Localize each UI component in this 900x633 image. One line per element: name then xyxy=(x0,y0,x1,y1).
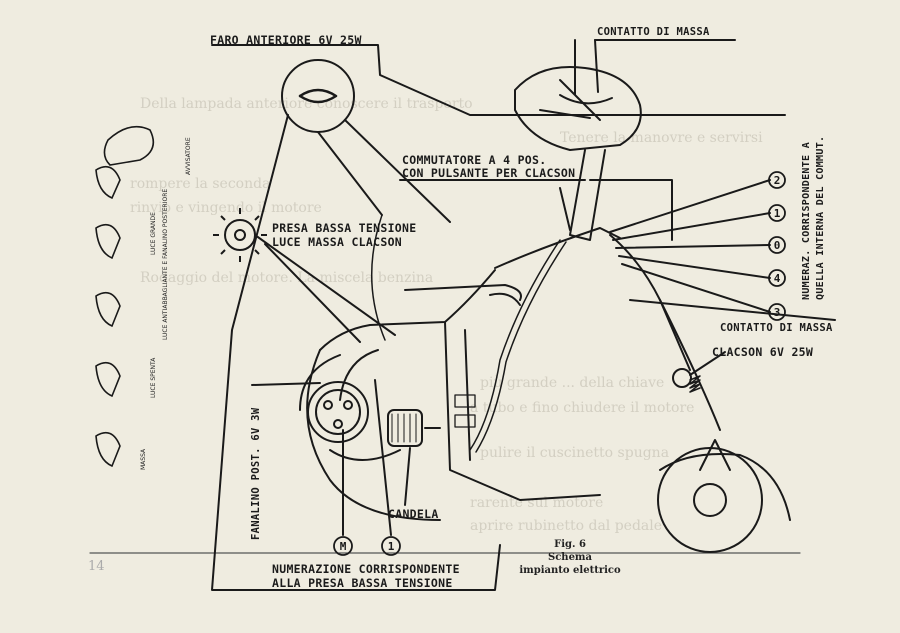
ghost-text-line: a tubo e fino chiudere il motore xyxy=(470,400,695,416)
figure-number: Fig. 6 xyxy=(554,539,586,550)
figure-caption-line-1: Schema xyxy=(547,552,592,563)
ghost-text-line: rinvio e vingendo il motore xyxy=(130,200,322,216)
bottom-note-1: NUMERAZIONE CORRISPONDENTE xyxy=(272,562,460,576)
commutator-label-2: CON PULSANTE PER CLACSON xyxy=(402,166,576,180)
switch-position-label: AVVISATORE xyxy=(185,137,192,175)
socket-label-2: LUCE MASSA CLACSON xyxy=(272,235,403,249)
ground-contact-right-label: CONTATTO DI MASSA xyxy=(720,322,833,334)
switch-number: 1 xyxy=(774,207,781,220)
switch-position-label: LUCE GRANDE xyxy=(150,212,157,255)
commutator-label-1: COMMUTATORE A 4 POS. xyxy=(402,153,547,167)
one-terminal-label: 1 xyxy=(388,540,395,553)
ghost-text-line: rompere la seconda xyxy=(130,176,271,192)
ghost-text-line: più grande ... della chiave xyxy=(480,375,665,391)
switch-position-label: LUCE ANTIABBAGLIANTE E FANALINO POSTERIO… xyxy=(162,189,169,340)
rear-light-label: FANALINO POST. 6V 3W xyxy=(250,407,262,540)
ghost-text-line: pulire il cuscinetto spugna xyxy=(480,445,670,461)
figure-caption: Fig. 6 Schema impianto elettrico xyxy=(510,538,630,577)
ghost-text-line: rarente sul motore xyxy=(470,495,604,511)
ghost-text-line: aprire rubinetto dal pedale xyxy=(470,518,663,534)
switch-position-label: LUCE SPENTA xyxy=(150,357,157,398)
figure-caption-line-2: impianto elettrico xyxy=(519,565,621,576)
ghost-text-line: Rodaggio del motore. La miscela benzina xyxy=(140,270,434,286)
switch-number: 2 xyxy=(774,174,781,187)
switch-numbering-note-2: QUELLA INTERNA DEL COMMUT. xyxy=(815,135,826,300)
ghost-text-line: Tenere la manovre e servirsi xyxy=(560,130,763,146)
switch-number: 0 xyxy=(774,239,781,252)
ground-contact-top-label: CONTATTO DI MASSA xyxy=(597,26,710,38)
headlight-label: FARO ANTERIORE 6V 25W xyxy=(210,33,362,47)
spark-plug-label: CANDELA xyxy=(388,507,439,521)
switch-numbering-note-1: NUMERAZ. CORRISPONDENTE A xyxy=(801,141,812,300)
switch-number: 4 xyxy=(774,272,781,285)
switch-number: 3 xyxy=(774,306,781,319)
low-voltage-socket-icon xyxy=(213,208,267,262)
ghost-text-line: Della lampada anteriore conoscere il tra… xyxy=(140,96,473,112)
socket-label-1: PRESA BASSA TENSIONE xyxy=(272,221,417,235)
switch-position-label: MASSA xyxy=(140,448,147,470)
m-terminal-label: M xyxy=(340,540,347,553)
switch-positions-icon xyxy=(95,125,155,468)
horn-label: CLACSON 6V 25W xyxy=(712,345,814,359)
page-number: 14 xyxy=(88,559,105,574)
bottom-note-2: ALLA PRESA BASSA TENSIONE xyxy=(272,576,453,590)
